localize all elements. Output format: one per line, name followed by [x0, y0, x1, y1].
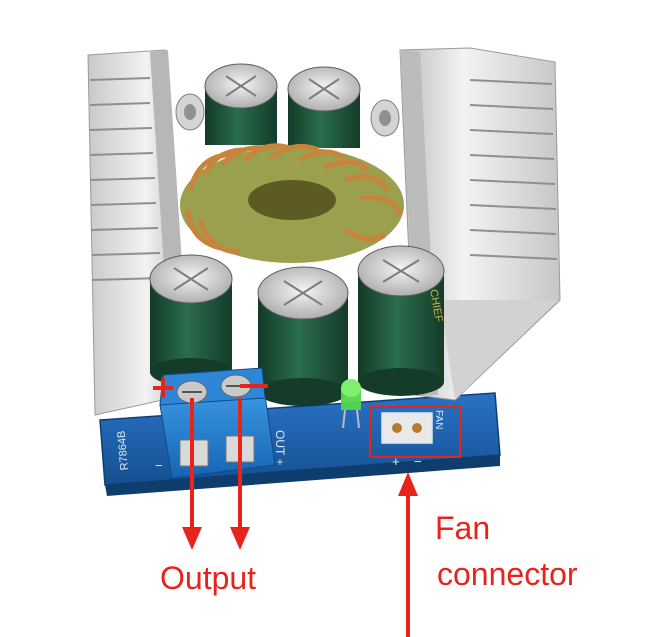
board-out-silkscreen: OUT +: [273, 430, 287, 465]
capacitor-front-right: CHIEF: [357, 245, 445, 396]
fan-silkscreen: FAN: [433, 410, 444, 429]
output-label: Output: [160, 560, 257, 596]
capacitor-back-right: [287, 66, 361, 148]
capacitor-front-left: [149, 254, 233, 386]
pcb-board: R7864B OUT + −: [99, 392, 501, 496]
fan-label-line2: connector: [437, 556, 578, 592]
fan-minus-silkscreen: −: [414, 454, 422, 469]
plus-polarity-mark: [153, 378, 173, 398]
green-led: [341, 379, 361, 429]
capacitor-brand-marking: CHIEF: [427, 288, 445, 323]
capacitor-front-middle: [257, 266, 349, 406]
capacitor-back-left: [204, 63, 278, 145]
screw-left: [175, 93, 205, 131]
fan-connector-arrow: [398, 472, 418, 637]
fan-label-line1: Fan: [435, 510, 491, 546]
fan-plus-silkscreen: +: [392, 454, 400, 469]
output-arrow-left: [182, 398, 202, 550]
fan-connector-pads: FAN + −: [369, 406, 461, 469]
minus-polarity-mark: [240, 384, 268, 388]
annotation-overlay: [153, 378, 418, 637]
board-minus-silkscreen: −: [155, 458, 163, 473]
toroid-inductor: [180, 143, 404, 263]
output-arrow-right: [230, 398, 250, 550]
board-id-silkscreen: R7864B: [116, 430, 131, 471]
screw-right: [370, 99, 400, 137]
